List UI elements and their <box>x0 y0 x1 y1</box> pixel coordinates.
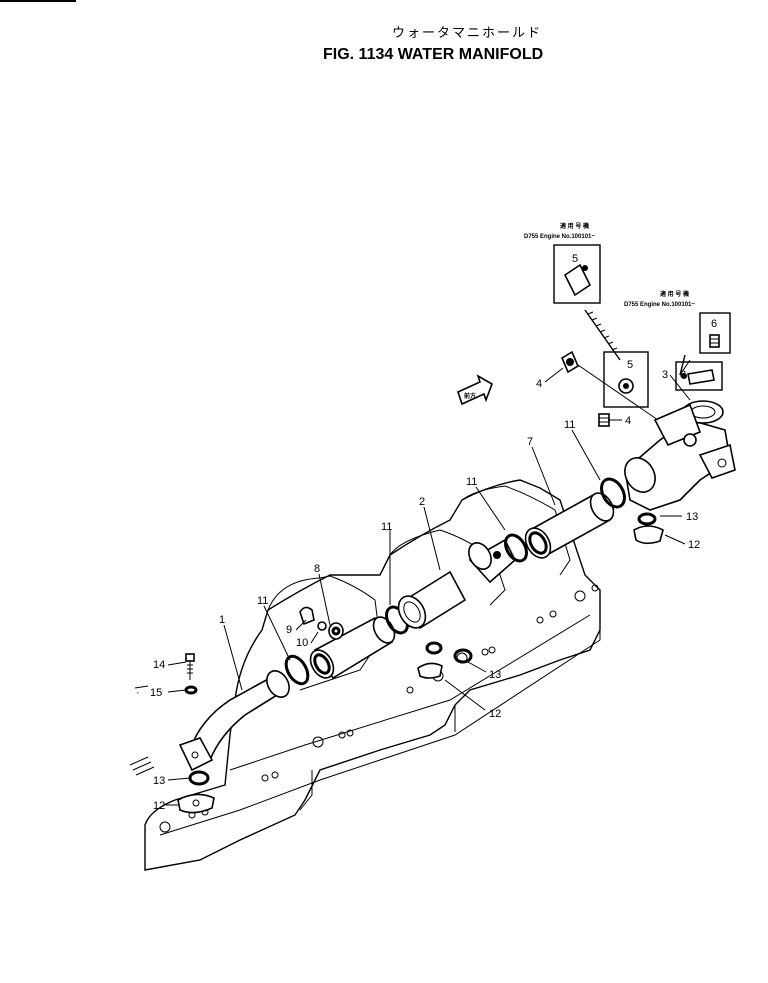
callout-12a: 12 <box>153 800 165 812</box>
part-7-rear-tube <box>504 477 626 563</box>
callout-9: 9 <box>286 624 292 636</box>
callout-7: 7 <box>527 436 533 448</box>
sensor-lead <box>679 354 686 376</box>
callout-11a: 11 <box>257 595 268 607</box>
front-ring-13 <box>188 770 210 786</box>
callout-10: 10 <box>296 637 308 649</box>
front-gasket-12 <box>177 793 215 814</box>
svg-text:·: · <box>136 687 140 699</box>
callout-11c: 11 <box>466 476 477 488</box>
hatch-marks <box>129 685 155 776</box>
svg-text:適 用 号 機: 適 用 号 機 <box>560 222 589 230</box>
svg-text:適 用 号 機: 適 用 号 機 <box>660 290 689 298</box>
callout-2: 2 <box>419 496 425 508</box>
callout-12b: 12 <box>489 708 501 720</box>
figure-title: FIG. 1134 WATER MANIFOLD <box>323 46 544 63</box>
svg-text:8: 8 <box>680 369 686 381</box>
svg-text:前方: 前方 <box>464 392 476 400</box>
part-3-outlet-housing <box>624 400 736 545</box>
figure-title-japanese: ウォータマニホールド <box>392 26 543 41</box>
callout-13c: 13 <box>686 511 698 523</box>
callout-labels: 1 2 3 4 4 7 8 9 10 11 11 11 11 12 12 12 … <box>136 369 700 812</box>
front-tube-set <box>284 605 409 686</box>
callout-3: 3 <box>662 369 668 381</box>
svg-text:5: 5 <box>627 359 633 371</box>
inset-callout-6: 6 <box>711 318 717 330</box>
callout-13a: 13 <box>153 775 165 787</box>
callout-11b: 11 <box>381 521 392 533</box>
inset-part-5-header: 適 用 号 機 D755 Engine No.100101~ <box>524 222 595 240</box>
sensor-box: 8 <box>675 361 723 391</box>
svg-text:D755 Engine No.100101~: D755 Engine No.100101~ <box>524 234 595 240</box>
callout-13b: 13 <box>489 669 501 681</box>
inset-part-6-box: 6 <box>699 312 731 354</box>
part-15-washer <box>184 685 198 695</box>
part-2-middle-connector <box>397 538 516 679</box>
callout-4b: 4 <box>625 415 631 427</box>
part-1-front-elbow <box>178 670 290 772</box>
inset-part-5-box: 5 <box>553 244 601 304</box>
callout-15: 15 <box>150 687 162 699</box>
callout-1: 1 <box>219 614 225 626</box>
leader-lines <box>166 367 691 806</box>
svg-text:D755 Engine No.100101~: D755 Engine No.100101~ <box>624 302 695 308</box>
callout-4a: 4 <box>536 378 542 390</box>
part-4-plugs <box>560 350 659 427</box>
corner-rule <box>0 0 76 2</box>
callout-14: 14 <box>153 659 165 671</box>
callout-11d: 11 <box>564 419 575 431</box>
front-direction-arrow: 前方 <box>457 374 493 406</box>
callout-12c: 12 <box>688 539 700 551</box>
inset-part-6-header: 適 用 号 機 D755 Engine No.100101~ <box>624 290 695 308</box>
part-14-bolt <box>185 653 195 680</box>
plug-box: 5 <box>603 351 649 408</box>
callout-8: 8 <box>314 563 320 575</box>
inset-callout-5: 5 <box>572 253 578 265</box>
